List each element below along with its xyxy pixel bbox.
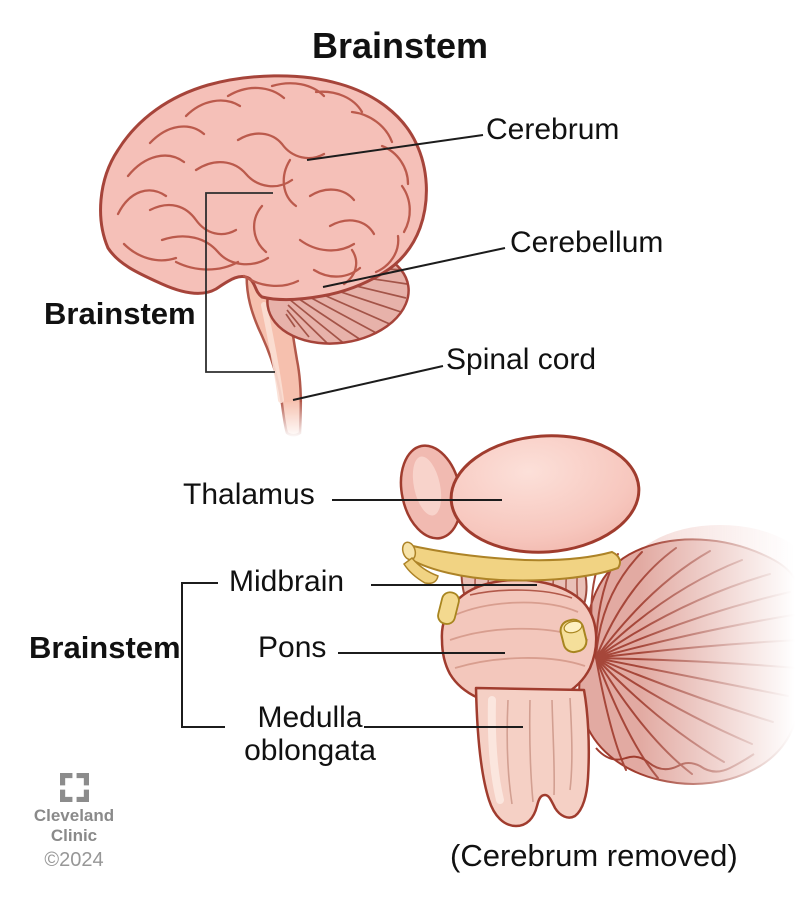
label-thalamus: Thalamus <box>183 478 315 511</box>
cleveland-clinic-logo-icon <box>59 773 89 802</box>
brand-line2: Clinic <box>50 826 98 846</box>
nerve-structures-shape <box>401 541 621 654</box>
cerebellum-leader-line <box>322 247 506 288</box>
brainstem-bracket-bottom <box>181 582 225 728</box>
brainstem-bracket-top <box>205 192 275 373</box>
caption-cerebrum-removed: (Cerebrum removed) <box>450 838 738 873</box>
figure-brainstem-closeup <box>181 434 800 828</box>
label-spinal-cord: Spinal cord <box>446 343 597 376</box>
label-midbrain: Midbrain <box>229 565 345 598</box>
label-cerebellum: Cerebellum <box>510 226 664 259</box>
label-brainstem-top: Brainstem <box>44 296 196 331</box>
cerebellum-fan-shape <box>578 525 800 785</box>
label-brainstem-bottom: Brainstem <box>29 630 181 665</box>
brand-line1: Cleveland <box>33 806 115 825</box>
spinal-cord-leader-line <box>292 365 444 401</box>
label-medulla-oblongata: Medulla oblongata <box>244 701 376 767</box>
figure-whole-brain <box>99 74 506 438</box>
cerebrum-leader-line <box>306 134 484 161</box>
gyri-lines <box>116 82 411 287</box>
label-cerebrum: Cerebrum <box>486 113 620 146</box>
medulla-oblongata-shape <box>474 686 591 828</box>
label-pons: Pons <box>258 631 327 664</box>
leader-lines-bottom <box>332 499 537 728</box>
cleveland-clinic-brand: Cleveland Clinic ©2024 <box>26 773 122 872</box>
copyright-text: ©2024 <box>44 849 104 872</box>
leader-lines-top <box>292 134 506 401</box>
page-title: Brainstem <box>311 25 489 66</box>
cerebrum-shape <box>99 74 428 301</box>
thalamus-shape <box>399 434 641 554</box>
